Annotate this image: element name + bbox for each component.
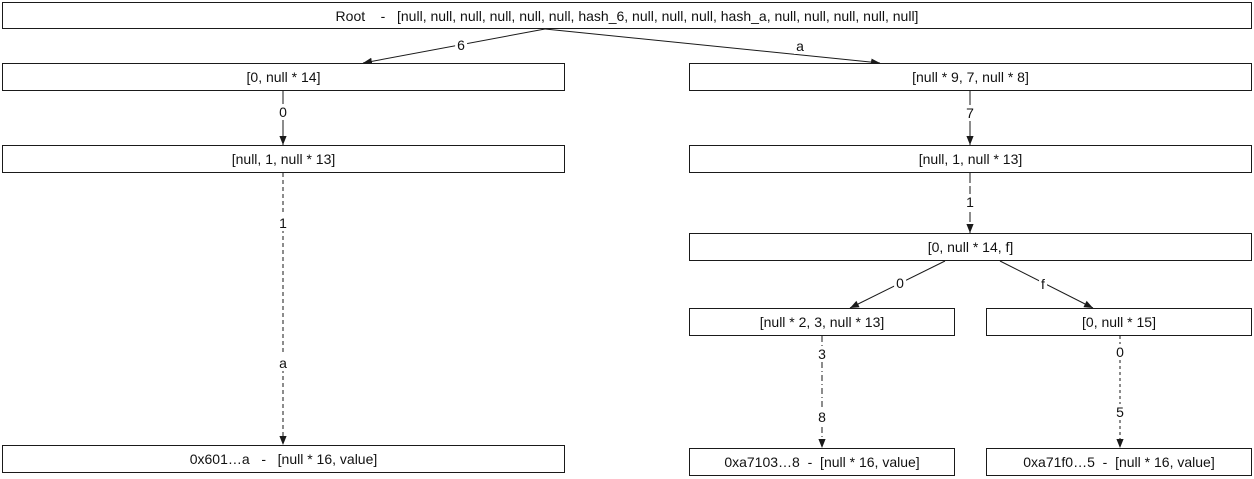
right-leaf-b-node: 0xa71f0…5 - [null * 16, value] <box>986 448 1252 476</box>
left-leaf-node: 0x601…a - [null * 16, value] <box>2 445 565 473</box>
edge-label-right-l2-l3: 1 <box>964 194 976 210</box>
edge-label-right-l4b-leaf-1: 0 <box>1114 344 1126 360</box>
right-level4b-node: [0, null * 15] <box>986 308 1252 336</box>
edge-label-left-l2-leaf-2: a <box>277 355 289 371</box>
edge-label-right-l3-l4b: f <box>1039 276 1047 292</box>
right-level3-node: [0, null * 14, f] <box>689 233 1252 261</box>
edge-label-right-l3-l4a: 0 <box>894 275 906 291</box>
edge-label-right-l1-l2: 7 <box>964 105 976 121</box>
edge-label-right-l4a-leaf-1: 3 <box>816 346 828 362</box>
root-node: Root - [null, null, null, null, null, nu… <box>2 2 1252 29</box>
edge-label-root-right: a <box>794 38 806 54</box>
edge-label-right-l4a-leaf-2: 8 <box>816 409 828 425</box>
edge-label-root-left: 6 <box>455 37 467 53</box>
edge-label-left-l1-l2: 0 <box>277 104 289 120</box>
edge-root-left <box>362 28 546 65</box>
right-level2-node: [null, 1, null * 13] <box>689 145 1252 173</box>
left-level2-node: [null, 1, null * 13] <box>2 145 565 173</box>
edge-label-right-l4b-leaf-2: 5 <box>1114 404 1126 420</box>
left-level1-node: [0, null * 14] <box>2 63 565 91</box>
edge-root-right <box>544 28 881 66</box>
right-level4a-node: [null * 2, 3, null * 13] <box>689 308 955 336</box>
right-leaf-a-node: 0xa7103…8 - [null * 16, value] <box>689 448 955 476</box>
right-level1-node: [null * 9, 7, null * 8] <box>689 63 1252 91</box>
edge-label-left-l2-leaf-1: 1 <box>277 215 289 231</box>
